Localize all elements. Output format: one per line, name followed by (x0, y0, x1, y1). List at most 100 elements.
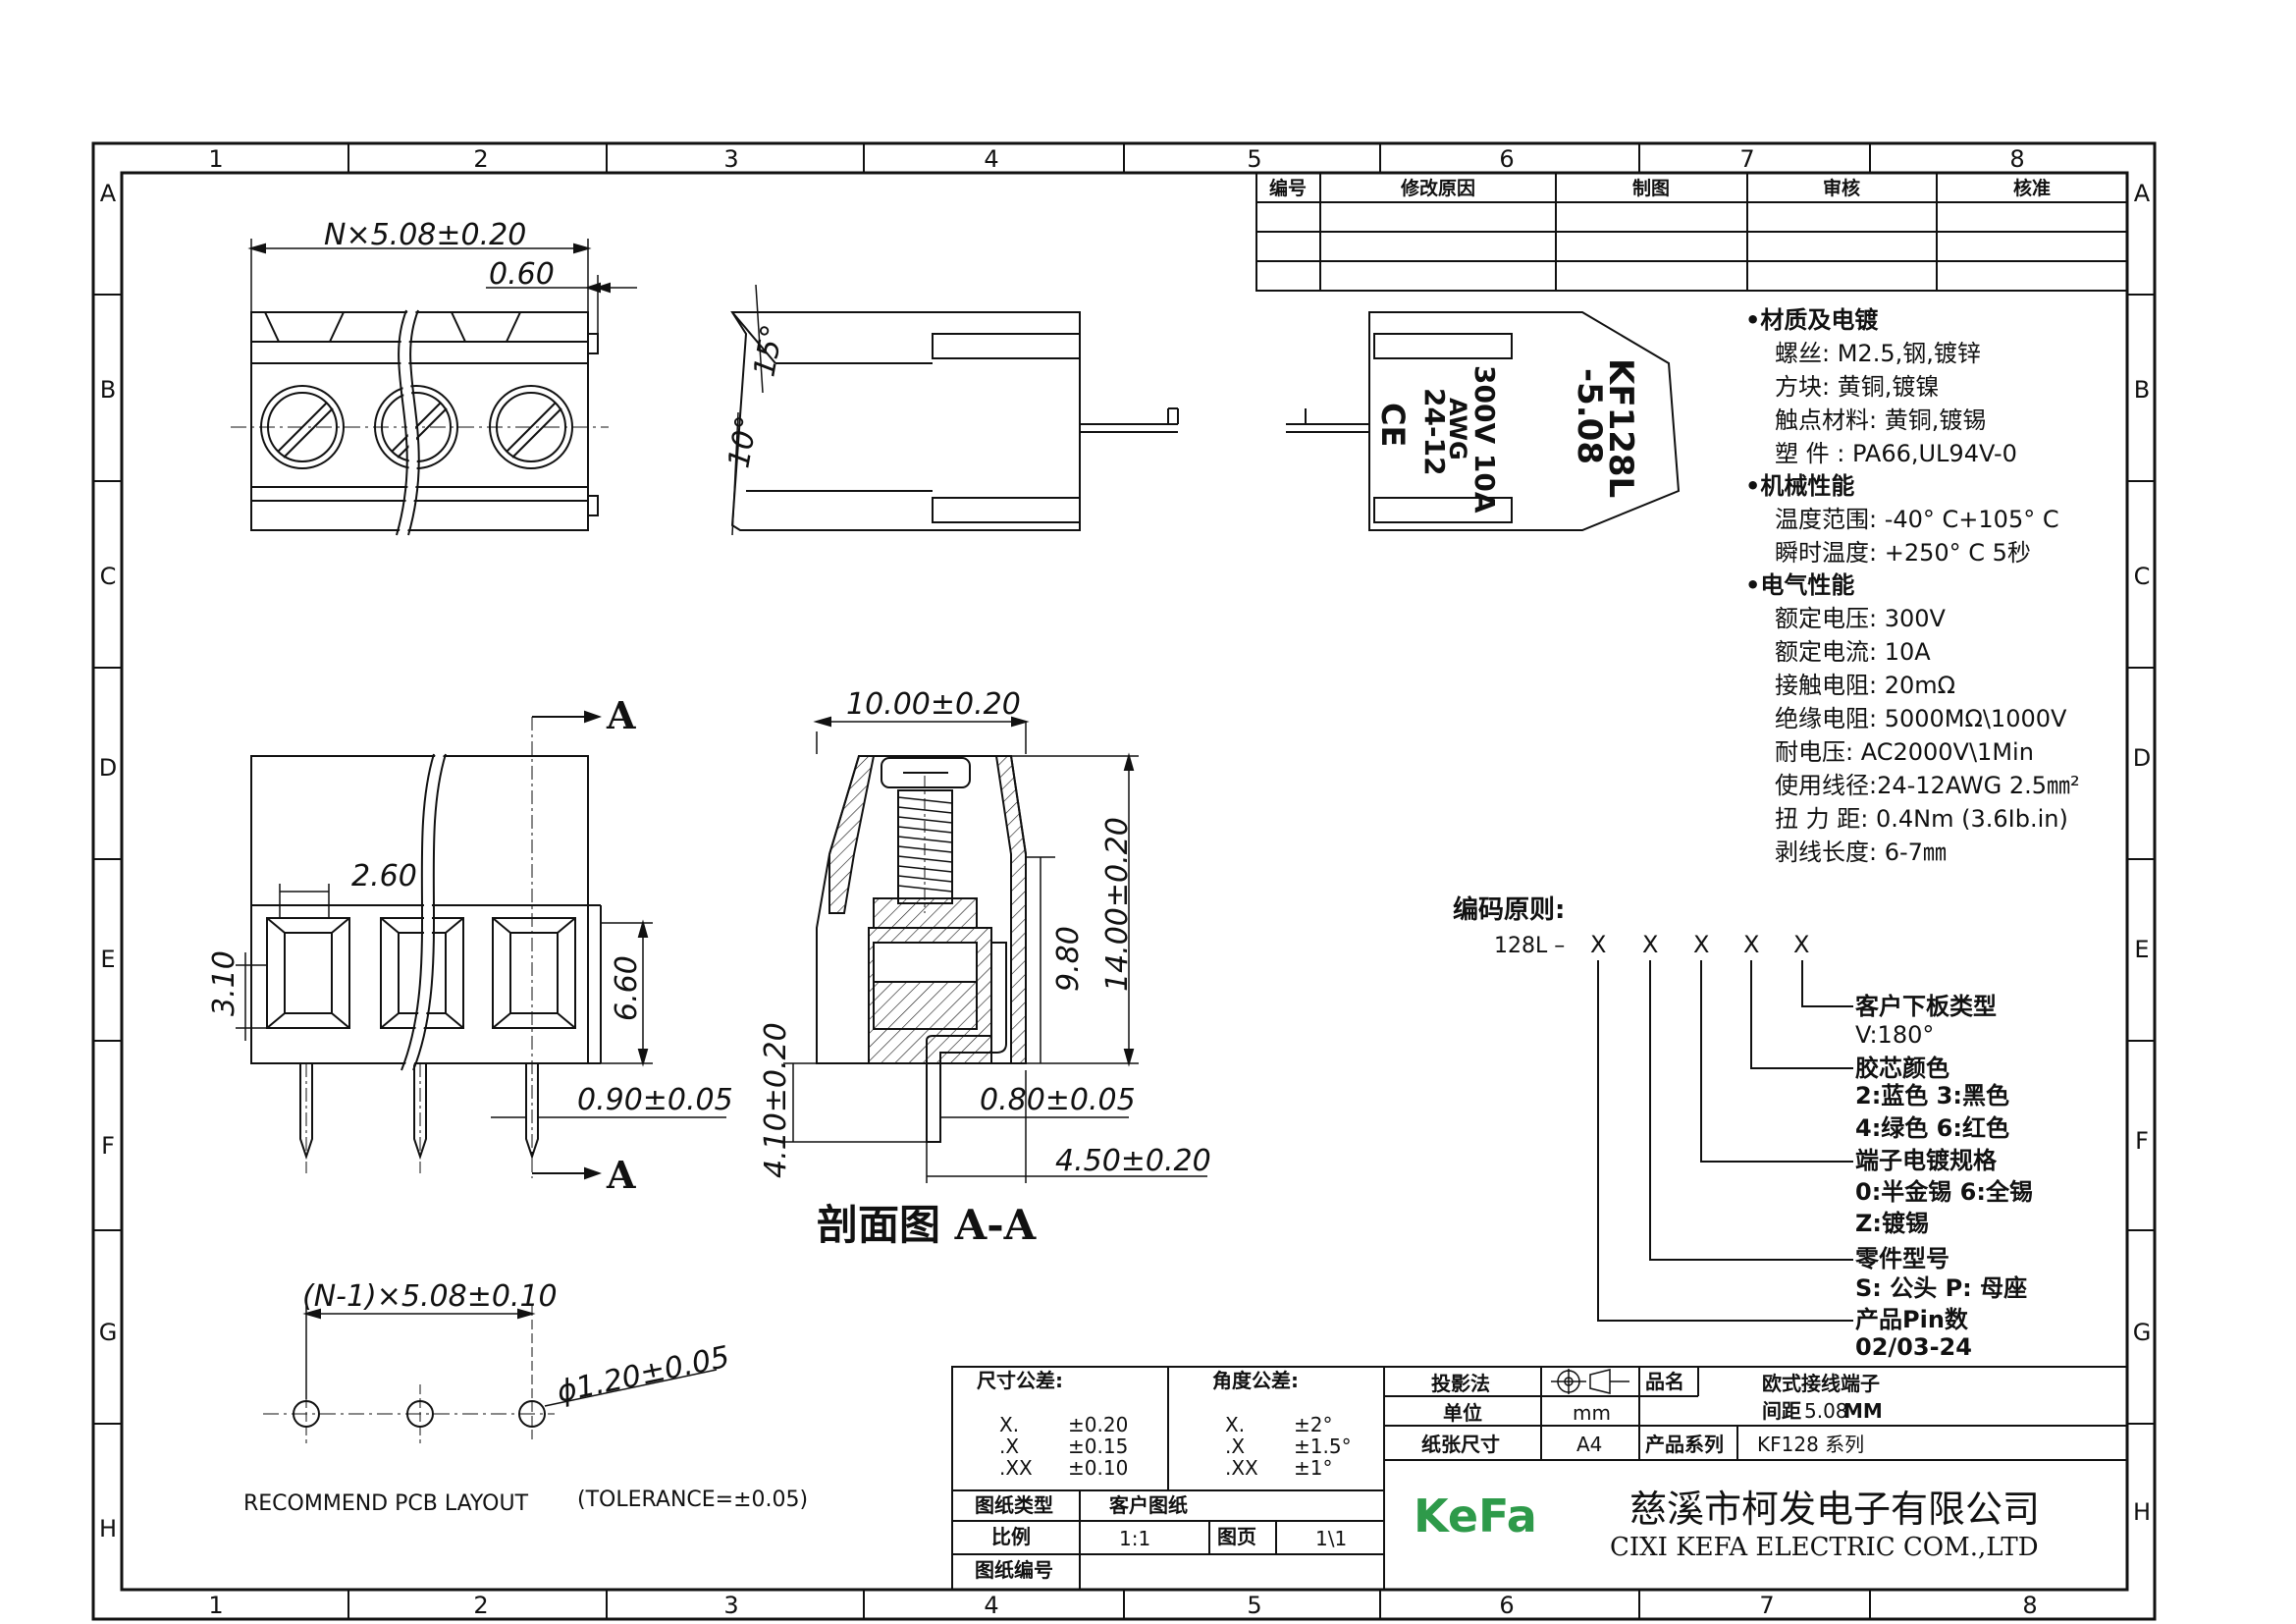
tol-val: ±1° (1294, 1456, 1332, 1480)
section-marker-bottom: A (606, 1153, 636, 1197)
spec-line: 接触电阻: 20mΩ (1775, 672, 1955, 699)
border-row-labels: A B C D E F G H A B C D E F G H (99, 180, 2152, 1543)
spec-line: 剥线长度: 6-7㎜ (1775, 839, 1947, 866)
pitch-unit: MM (1843, 1399, 1883, 1423)
row-label: D (99, 754, 117, 782)
coding-slot: X (1743, 931, 1759, 958)
dim-260: 2.60 (351, 859, 417, 893)
spec-heading-material: •材质及电镀 (1745, 306, 1879, 334)
tol-val: ±1.5° (1294, 1435, 1352, 1458)
projection-label: 投影法 (1431, 1372, 1490, 1395)
coding-slot: X (1590, 931, 1606, 958)
company-name-en: CIXI KEFA ELECTRIC COM.,LTD (1610, 1533, 2039, 1562)
coding-option: 4:绿色 6:红色 (1855, 1114, 2009, 1142)
scale-value: 1:1 (1119, 1527, 1150, 1550)
projection-symbol-icon (1551, 1369, 1629, 1394)
page-value: 1\1 (1315, 1527, 1347, 1550)
row-label: F (2135, 1127, 2149, 1155)
spec-line: 塑 件 : PA66,UL94V-0 (1775, 440, 2017, 467)
revision-table-headers: 编号 修改原因 制图 审核 核准 (1269, 177, 2051, 199)
row-label: C (100, 563, 117, 590)
col-label: 1 (208, 1592, 223, 1619)
row-label: A (100, 180, 117, 207)
series-label: 产品系列 (1645, 1433, 1724, 1456)
coding-rules: 编码原则: 128L – X X X X X 客户下板类型 V:180° 胶芯颜… (1453, 894, 2033, 1361)
coding-label: 零件型号 (1854, 1245, 1949, 1272)
revision-header: 制图 (1632, 177, 1670, 199)
tol-val: ±0.10 (1068, 1456, 1128, 1480)
col-label: 8 (2022, 1592, 2037, 1619)
ce-mark-icon: CE (1374, 403, 1412, 447)
coding-prefix: 128L – (1494, 934, 1565, 958)
coding-label: 客户下板类型 (1855, 993, 1997, 1020)
dim-angle-15: 15° (747, 322, 790, 379)
tol-key: .XX (999, 1456, 1033, 1480)
col-label: 2 (473, 145, 488, 173)
marking-pitch: -5.08 (1570, 368, 1609, 464)
paper-value: A4 (1576, 1433, 1602, 1456)
col-label: 4 (984, 1592, 998, 1619)
spec-line: 绝缘电阻: 5000MΩ\1000V (1775, 705, 2067, 732)
pitch-prefix: 间距 (1762, 1399, 1801, 1423)
unit-value: mm (1573, 1401, 1611, 1425)
tol-val: ±2° (1294, 1413, 1332, 1436)
dim-660: 6.60 (610, 955, 644, 1021)
pcb-layout-label: RECOMMEND PCB LAYOUT (243, 1491, 529, 1516)
spec-line: 额定电压: 300V (1775, 605, 1947, 632)
pitch-value: 5.08 (1804, 1399, 1848, 1423)
border-column-labels: 1 2 3 4 5 6 7 8 1 2 3 4 5 6 7 8 (208, 145, 2037, 1619)
row-label: A (2134, 180, 2151, 207)
coding-slot: X (1693, 931, 1709, 958)
row-label: F (101, 1132, 115, 1160)
revision-table (1255, 172, 2128, 292)
row-label: B (2134, 376, 2150, 404)
row-label: H (99, 1515, 117, 1543)
spec-line: 扭 力 距: 0.4Nm (3.6Ib.in) (1775, 805, 2068, 833)
row-label: E (2134, 936, 2149, 963)
tol-val: ±0.15 (1068, 1435, 1128, 1458)
drawing-type-value: 客户图纸 (1108, 1493, 1188, 1517)
coding-label: 端子电镀规格 (1855, 1147, 1998, 1174)
angle-tolerance-label: 角度公差: (1212, 1369, 1299, 1392)
col-label: 8 (2009, 145, 2024, 173)
coding-slot: X (1642, 931, 1658, 958)
coding-option: 0:半金锡 6:全锡 (1855, 1178, 2033, 1206)
kefa-logo: KeFa (1414, 1489, 1537, 1543)
spec-list: •材质及电镀 螺丝: M2.5,钢,镀锌 方块: 黄铜,镀镍 触点材料: 黄铜,… (1745, 306, 2080, 866)
tol-key: X. (999, 1413, 1019, 1436)
page-label: 图页 (1217, 1525, 1256, 1548)
title-block (951, 1366, 2128, 1591)
revision-header: 修改原因 (1400, 177, 1475, 199)
col-label: 6 (1499, 145, 1514, 173)
col-label: 4 (984, 145, 998, 173)
spec-line: 温度范围: -40° C+105° C (1775, 506, 2059, 533)
back-view (1286, 311, 1681, 531)
series-value: KF128 系列 (1757, 1433, 1864, 1456)
company-name-cn: 慈溪市柯发电子有限公司 (1629, 1488, 2040, 1531)
coding-title: 编码原则: (1453, 894, 1565, 925)
coding-slot: X (1793, 931, 1809, 958)
drawing-type-label: 图纸类型 (975, 1493, 1053, 1517)
coding-option: V:180° (1855, 1021, 1934, 1049)
dim-pcb-pitch: (N-1)×5.08±0.10 (302, 1279, 558, 1314)
dim-410: 4.10±0.20 (759, 1022, 793, 1178)
section-title: 剖面图 A-A (817, 1201, 1038, 1249)
row-label: G (99, 1319, 118, 1346)
size-tolerance-label: 尺寸公差: (977, 1369, 1063, 1392)
top-view (231, 239, 637, 537)
coding-option: 2:蓝色 3:黑色 (1855, 1082, 2009, 1110)
coding-label: 胶芯颜色 (1855, 1055, 1949, 1082)
row-label: B (100, 376, 116, 404)
col-label: 1 (208, 145, 223, 173)
spec-heading-electrical: •电气性能 (1745, 571, 1854, 599)
dim-top-060: 0.60 (489, 257, 555, 292)
row-label: D (2133, 744, 2151, 772)
dim-1400: 14.00±0.20 (1100, 817, 1135, 992)
row-label: H (2133, 1498, 2151, 1526)
revision-header: 编号 (1269, 177, 1307, 199)
marking-model: KF128L (1601, 358, 1640, 498)
coding-label: 产品Pin数 (1855, 1306, 1969, 1333)
col-label: 5 (1247, 1592, 1261, 1619)
col-label: 5 (1247, 145, 1261, 173)
